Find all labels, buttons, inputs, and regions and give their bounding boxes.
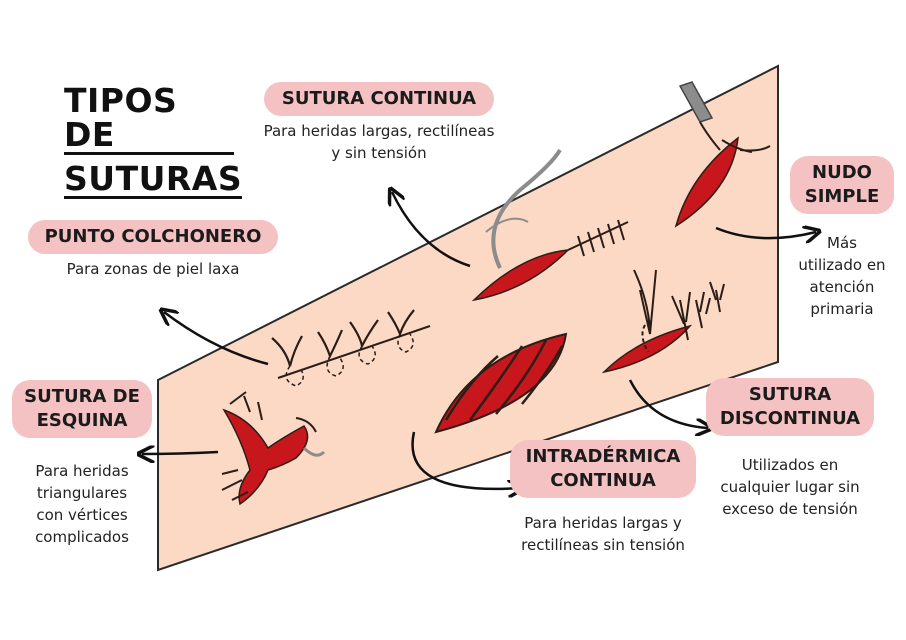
corner-suture [221, 391, 326, 506]
arrow-sutura-discontinua [628, 379, 708, 428]
label-sutura-discontinua: SUTURA DISCONTINUA [706, 378, 874, 436]
title-line-2: SUTURAS [64, 159, 243, 199]
label-intradermica-continua: INTRADÉRMICA CONTINUA [510, 440, 696, 498]
interrupted-wound [601, 324, 693, 374]
corner-wound [222, 408, 309, 506]
desc-punto-colchonero: Para zonas de piel laxa [66, 260, 240, 278]
curved-needle-icon [491, 148, 562, 269]
desc-sutura-continua: Para heridas largas, rectilíneas y sin t… [263, 122, 495, 162]
simple-knot [674, 81, 771, 228]
interrupted-suture [601, 269, 725, 374]
label-sutura-esquina: SUTURA DE ESQUINA [12, 380, 152, 438]
desc-nudo-simple: Más utilizado en atención primaria [798, 234, 886, 318]
desc-intradermica-continua: Para heridas largas y rectilíneas sin te… [521, 514, 685, 554]
label-sutura-continua: SUTURA CONTINUA [264, 82, 494, 116]
arrow-punto-colchonero [164, 312, 269, 366]
label-nudo-simple: NUDO SIMPLE [790, 156, 894, 214]
intradermal-suture [434, 332, 568, 434]
mattress-suture [271, 309, 431, 387]
arrows [142, 192, 816, 489]
continuous-suture [471, 148, 629, 302]
desc-sutura-esquina: Para heridas triangulares con vértices c… [35, 462, 129, 546]
needle-holder-icon [678, 81, 714, 123]
arrow-intradermica [411, 431, 520, 489]
arrow-sutura-continua [392, 192, 471, 268]
simple-wound [674, 136, 739, 228]
label-punto-colchonero: PUNTO COLCHONERO [28, 220, 278, 254]
page-title: TIPOS DE SUTURAS [64, 84, 243, 203]
arrow-sutura-esquina [142, 452, 219, 454]
arrow-nudo-simple [715, 228, 816, 238]
desc-sutura-discontinua: Utilizados en cualquier lugar sin exceso… [720, 456, 860, 518]
skin-band [157, 64, 779, 572]
title-line-1: TIPOS DE [64, 84, 234, 155]
